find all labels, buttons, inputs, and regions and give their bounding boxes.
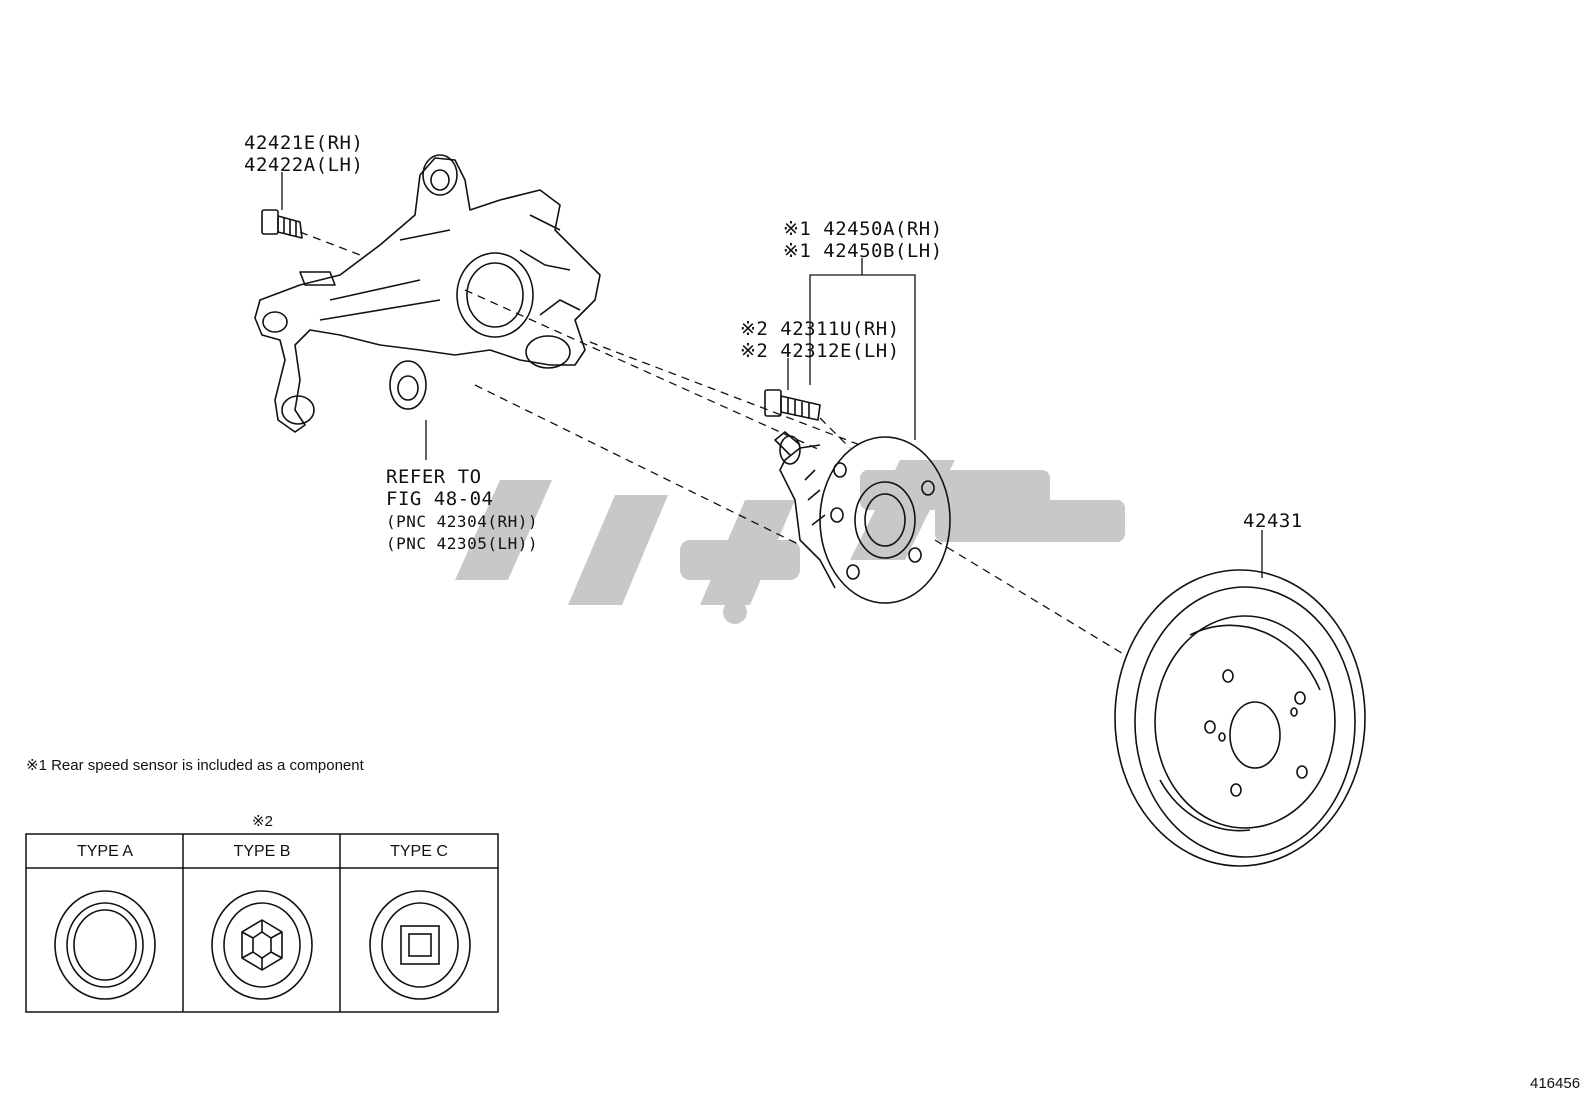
table-marker: ※2	[252, 813, 273, 830]
hub-bolt-icon	[764, 389, 821, 421]
label-hub-rh: ※1 42450A(RH)	[783, 218, 943, 240]
bolt-icon	[261, 209, 303, 239]
label-refer-line1: REFER TO	[386, 466, 482, 488]
leader-lines	[281, 172, 1263, 578]
footnote-speed-sensor: ※1 Rear speed sensor is included as a co…	[26, 757, 364, 774]
label-refer-line2: FIG 48-04	[386, 488, 494, 510]
table-header-type-c: TYPE C	[390, 843, 448, 860]
type-b-nut-icon	[211, 890, 313, 1000]
hub-bearing-icon	[774, 431, 951, 604]
label-stud-lh: ※2 42312E(LH)	[740, 340, 900, 362]
alignment-lines	[299, 231, 1126, 656]
table-header-type-a: TYPE A	[76, 843, 134, 860]
figure-number: 416456	[1530, 1075, 1581, 1092]
label-hub-lh: ※1 42450B(LH)	[783, 240, 943, 262]
knuckle-icon	[254, 154, 601, 433]
label-refer-line3: (PNC 42304(RH))	[386, 512, 538, 531]
label-refer-line4: (PNC 42305(LH))	[386, 534, 538, 553]
label-stud-rh: ※2 42311U(RH)	[740, 318, 900, 340]
label-bolt-rh: 42421E(RH)	[244, 132, 364, 154]
watermark-logo	[455, 460, 1125, 624]
label-bolt-lh: 42422A(LH)	[244, 154, 364, 176]
brake-disc-icon	[1114, 569, 1366, 867]
type-table	[25, 833, 499, 1013]
label-disc: 42431	[1243, 510, 1303, 532]
type-c-nut-icon	[369, 890, 471, 1000]
type-a-nut-icon	[54, 890, 156, 1000]
table-header-type-b: TYPE B	[233, 843, 291, 860]
